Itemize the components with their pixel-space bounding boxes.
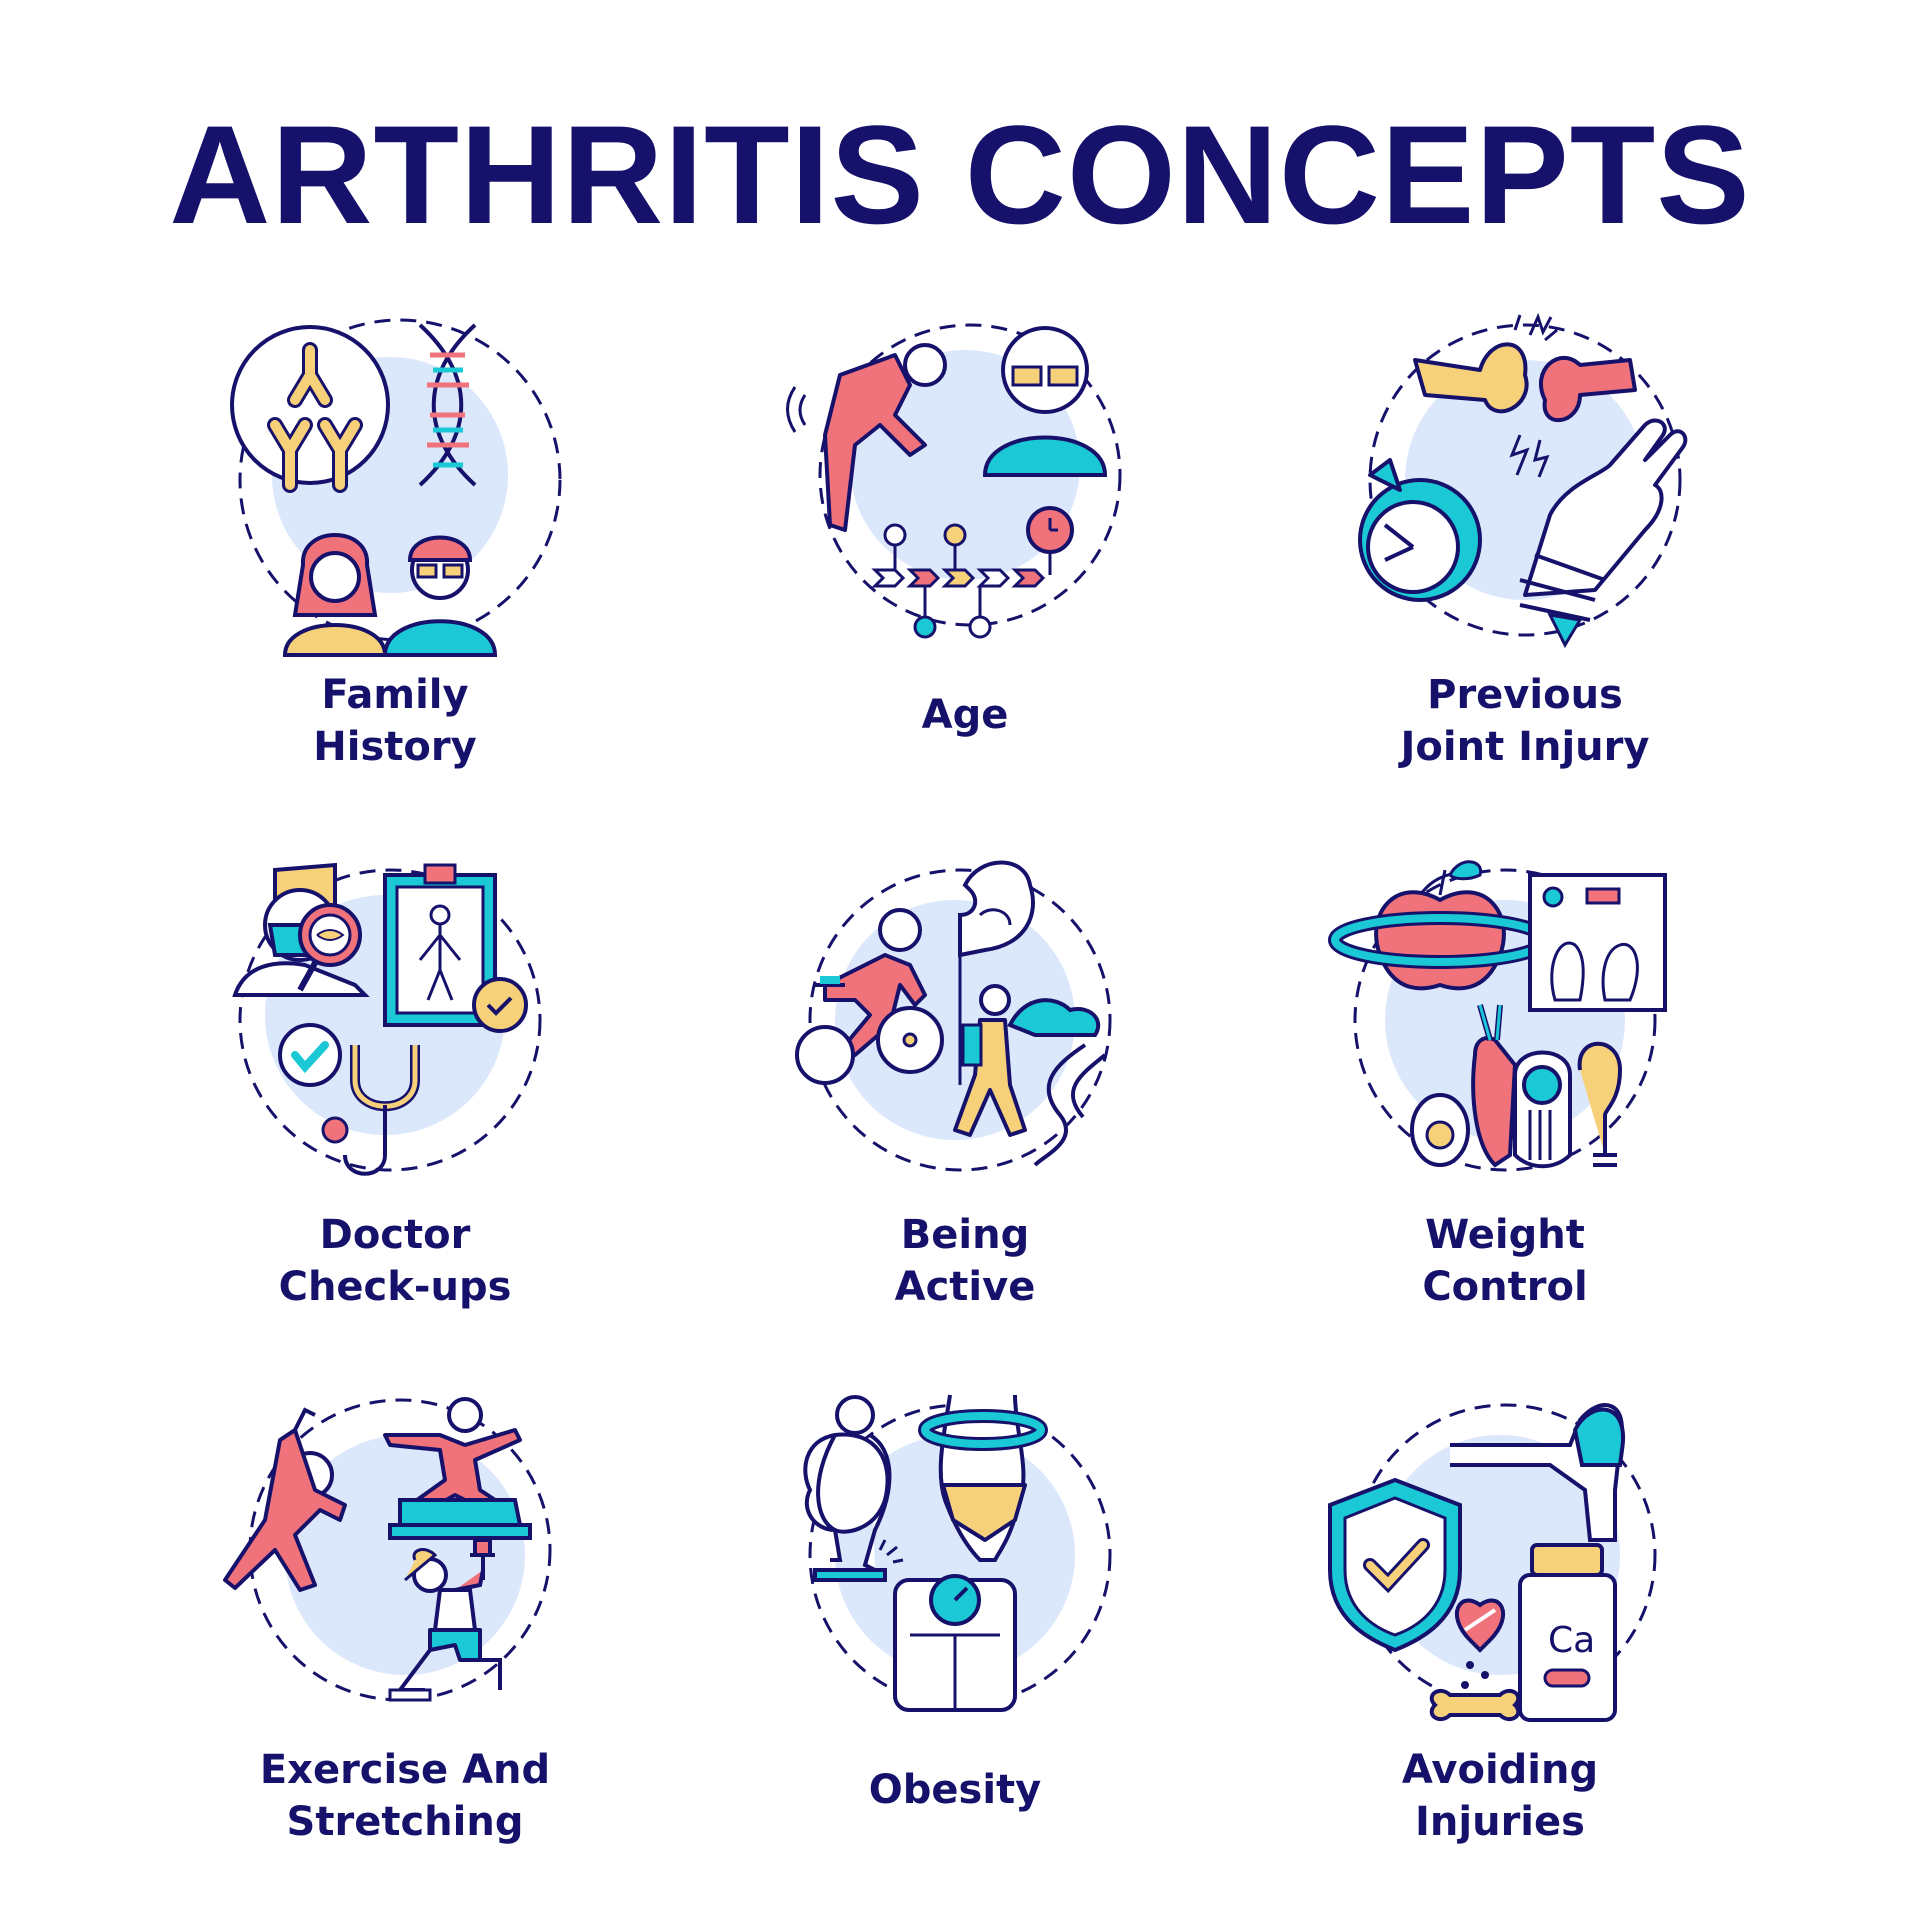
calcium-label: Ca xyxy=(1548,1620,1595,1661)
concept-avoiding-injuries: Ca Avoiding Injuries xyxy=(1270,1390,1730,1848)
concept-family-history: Family History xyxy=(165,315,625,773)
concept-previous-joint-injury: Previous Joint Injury xyxy=(1295,312,1755,773)
joint-injury-icon xyxy=(1358,312,1688,649)
concept-label: Exercise And Stretching xyxy=(259,1747,551,1845)
concept-doctor-check-ups: Doctor Check-ups xyxy=(165,855,625,1313)
dna-family-icon xyxy=(230,318,562,657)
concept-label: Obesity xyxy=(868,1767,1042,1813)
concept-label: Weight Control xyxy=(1422,1212,1588,1310)
concept-label: Previous Joint Injury xyxy=(1400,672,1650,770)
page-title: ARTHRITIS CONCEPTS xyxy=(169,96,1751,253)
concept-weight-control: Weight Control xyxy=(1275,855,1735,1313)
concept-exercise-and-stretching: Exercise And Stretching xyxy=(175,1390,635,1848)
concept-label: Age xyxy=(921,692,1009,738)
exercise-stretching-icon xyxy=(223,1397,552,1702)
aging-timeline-icon xyxy=(786,323,1122,639)
concept-being-active: Being Active xyxy=(735,855,1195,1313)
concept-label: Family History xyxy=(313,672,477,770)
active-lifestyle-icon xyxy=(795,860,1112,1172)
weight-control-icon xyxy=(1328,860,1667,1172)
doctor-checkup-icon xyxy=(232,862,542,1176)
concept-label: Doctor Check-ups xyxy=(278,1212,512,1310)
concept-obesity: Obesity xyxy=(725,1390,1185,1816)
obesity-scale-icon xyxy=(803,1394,1112,1712)
concept-label: Being Active xyxy=(894,1212,1036,1310)
avoiding-injuries-icon: Ca xyxy=(1328,1403,1657,1722)
concept-label: Avoiding Injuries xyxy=(1401,1747,1599,1845)
concept-age: Age xyxy=(735,315,1195,741)
